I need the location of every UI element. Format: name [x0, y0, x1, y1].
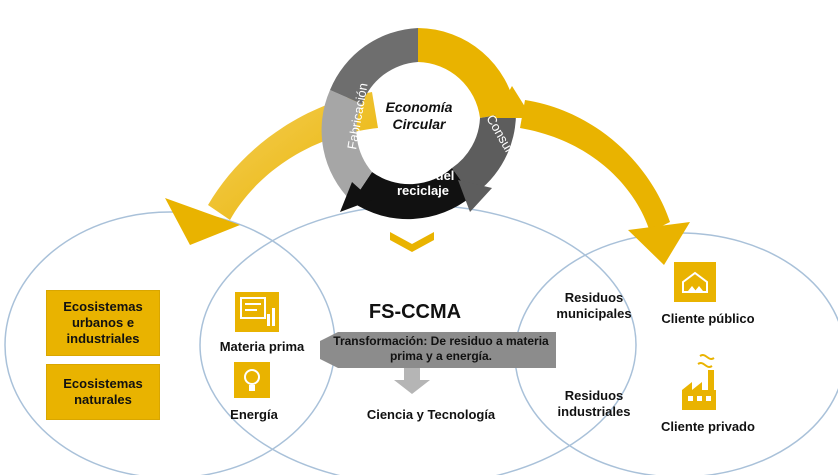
factory-icon: [682, 352, 722, 414]
document-chart-icon: [235, 292, 279, 332]
right-arrow-head: [628, 222, 690, 265]
ecosystem-box-urban: Ecosistemas urbanos e industriales: [46, 290, 160, 356]
down-chevron: [390, 232, 434, 252]
resource-energia: Energía: [230, 407, 278, 422]
transformation-label: Transformación: De residuo a materia pri…: [333, 334, 549, 363]
left-arrow-head: [165, 198, 240, 245]
transformation-band: [320, 332, 556, 368]
ecosystem-box-natural: Ecosistemas naturales: [46, 364, 160, 420]
cycle-center-title: Economía Circular: [385, 99, 453, 132]
light-bulb-icon: [234, 362, 270, 398]
cycle-segment-reciclaje: Sector del reciclaje: [391, 168, 455, 198]
science-technology-label: Ciencia y Tecnología: [366, 407, 496, 422]
warehouse-icon: [674, 262, 716, 302]
residue-municipal: Residuos municipales: [556, 290, 632, 321]
cycle-ring: [321, 28, 532, 220]
client-public: Cliente público: [661, 311, 755, 326]
down-arrow-icon: [394, 368, 430, 394]
center-title: FS-CCMA: [368, 301, 462, 323]
resource-materia-prima: Materia prima: [219, 339, 305, 354]
right-curved-arrow: [520, 100, 670, 232]
client-private: Cliente privado: [661, 419, 755, 434]
residue-industrial: Residuos industriales: [557, 388, 631, 419]
